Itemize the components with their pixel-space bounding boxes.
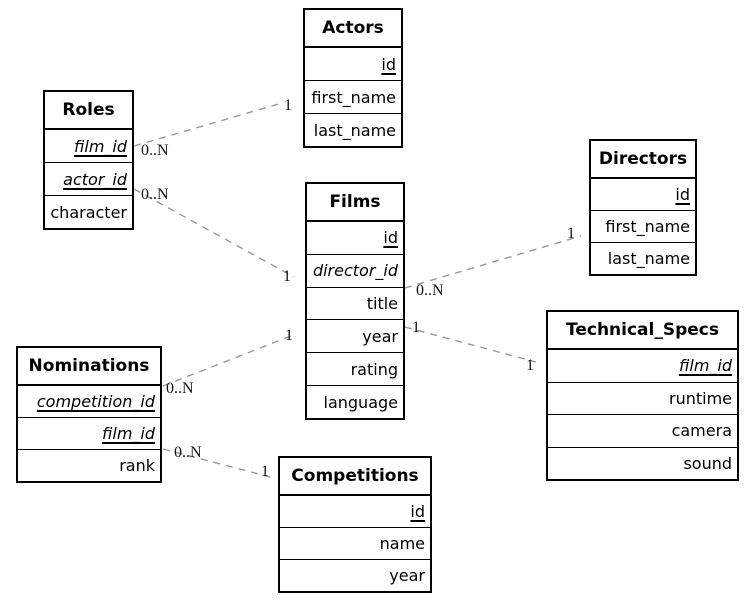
table-technical-specs: Technical_Specs film_id runtime camera s… (546, 310, 739, 481)
cardinality-label-films-directors-source: 0..N (416, 282, 444, 299)
relation-line-films-technical-specs (404, 326, 537, 363)
field-directors-last-name: last_name (591, 242, 695, 274)
field-roles-character: character (45, 195, 132, 228)
table-films-title: Films (307, 184, 403, 222)
cardinality-label-nominations-competitions-target: 1 (261, 463, 269, 480)
table-competitions-title: Competitions (280, 458, 430, 496)
cardinality-label-films-directors-target: 1 (567, 225, 575, 242)
field-films-year: year (307, 319, 403, 352)
cardinality-label-roles-films-source: 0..N (141, 186, 169, 203)
field-nominations-competition-id: competition_id (36, 392, 155, 411)
table-films: Films id director_id title year rating l… (305, 182, 405, 420)
field-nominations-film-id: film_id (18, 417, 160, 449)
field-films-language: language (307, 385, 403, 418)
table-actors: Actors id first_name last_name (303, 8, 403, 148)
table-roles-title: Roles (45, 92, 132, 130)
field-roles-film-id: film_id (74, 136, 127, 156)
field-roles-actor-id: actor_id (45, 162, 132, 195)
relation-line-roles-actors (133, 102, 283, 147)
field-films-director-id: director_id (307, 253, 403, 287)
field-technical-specs-film-id: film_id (679, 356, 732, 376)
table-roles: Roles film_id actor_id character (43, 90, 134, 230)
table-directors: Directors id first_name last_name (589, 139, 697, 276)
field-films-id: id (383, 228, 398, 248)
field-directors-first-name: first_name (591, 210, 695, 242)
table-competitions: Competitions id name year (278, 456, 432, 593)
relation-line-roles-films (133, 188, 295, 278)
relation-line-nominations-competitions (162, 448, 275, 479)
cardinality-label-roles-films-target: 1 (283, 268, 291, 285)
cardinality-label-nominations-films-target: 1 (285, 327, 293, 344)
cardinality-label-roles-actors-target: 1 (284, 97, 292, 114)
table-nominations-title: Nominations (18, 348, 160, 386)
cardinality-label-nominations-films-source: 0..N (166, 380, 194, 397)
table-actors-title: Actors (305, 10, 401, 48)
field-technical-specs-sound: sound (548, 446, 737, 480)
field-actors-first-name: first_name (305, 80, 401, 113)
cardinality-label-films-technical-specs-target: 1 (526, 357, 534, 374)
field-competitions-year: year (280, 559, 430, 591)
cardinality-label-films-technical-specs-source: 1 (412, 319, 420, 336)
field-films-rating: rating (307, 352, 403, 385)
field-directors-id: id (675, 185, 690, 204)
field-technical-specs-runtime: runtime (548, 381, 737, 415)
table-technical-specs-title: Technical_Specs (548, 312, 737, 350)
table-nominations: Nominations competition_id film_id rank (16, 346, 162, 483)
field-nominations-rank: rank (18, 449, 160, 481)
relation-line-nominations-films (162, 333, 297, 387)
cardinality-label-roles-actors-source: 0..N (141, 142, 169, 159)
field-technical-specs-camera: camera (548, 414, 737, 447)
field-actors-last-name: last_name (305, 113, 401, 146)
field-actors-id: id (381, 54, 396, 74)
table-directors-title: Directors (591, 141, 695, 179)
field-films-title: title (307, 286, 403, 320)
relation-line-films-directors (404, 235, 582, 289)
field-competitions-name: name (280, 527, 430, 559)
field-competitions-id: id (410, 502, 425, 521)
cardinality-label-nominations-competitions-source: 0..N (174, 444, 202, 461)
